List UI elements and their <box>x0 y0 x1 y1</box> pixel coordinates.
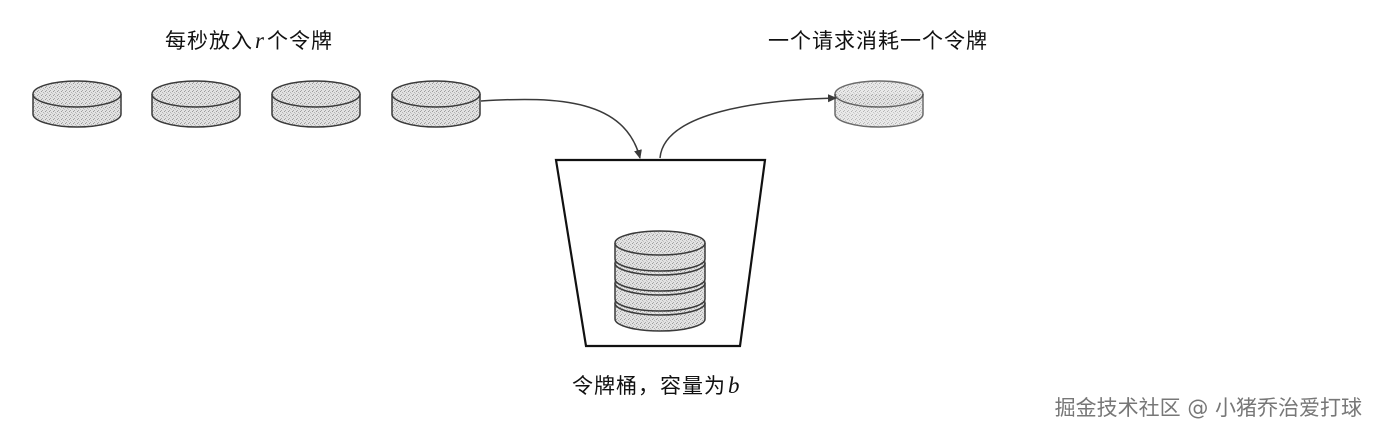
incoming-token <box>151 80 241 128</box>
incoming-rate-text-pre: 每秒放入 <box>165 29 253 53</box>
capacity-variable: b <box>728 373 741 398</box>
bucket-capacity-text: 令牌桶，容量为 <box>572 374 726 398</box>
consumed-token <box>834 80 924 128</box>
incoming-token <box>271 80 361 128</box>
rate-variable: r <box>255 28 265 53</box>
consume-label: 一个请求消耗一个令牌 <box>768 29 988 53</box>
token-in-arrow <box>480 98 642 159</box>
watermark: 掘金技术社区 @ 小猪乔治爱打球 <box>1054 396 1362 420</box>
token-out-arrow <box>659 94 837 159</box>
incoming-rate-text-post: 个令牌 <box>266 29 333 53</box>
incoming-token <box>391 80 481 128</box>
incoming-token <box>32 80 122 128</box>
stored-token <box>614 230 706 272</box>
bucket-capacity-label: 令牌桶，容量为b <box>572 370 743 400</box>
incoming-rate-label: 每秒放入r个令牌 <box>165 25 333 55</box>
